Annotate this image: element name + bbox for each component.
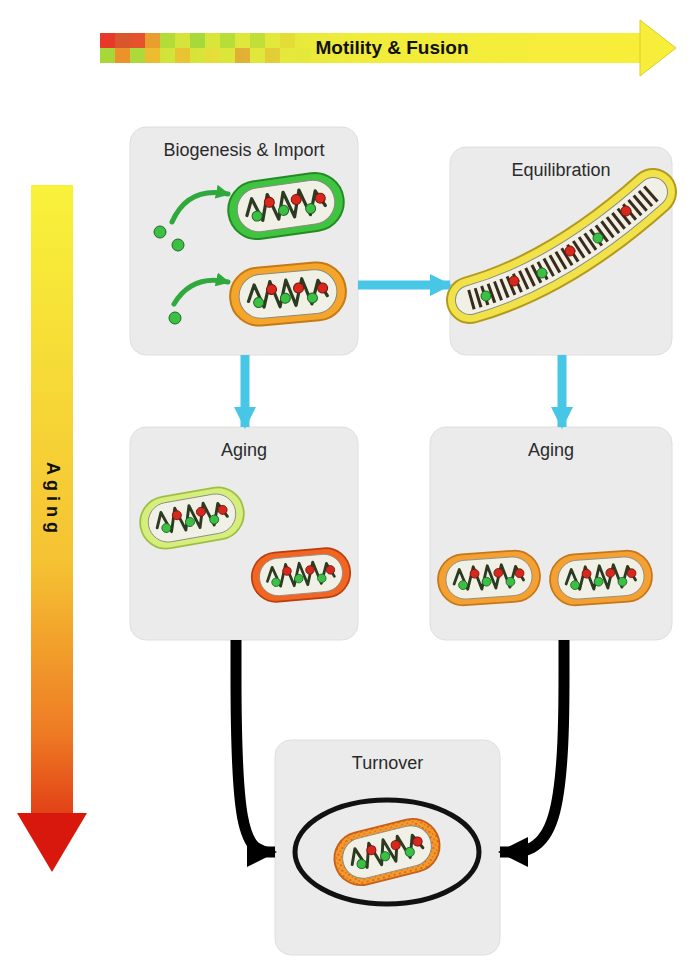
mitochondrion bbox=[136, 483, 248, 553]
mitochondrion bbox=[329, 813, 445, 891]
imported-protein bbox=[154, 226, 184, 324]
transition-arrow bbox=[241, 355, 250, 427]
stage-box: Turnover bbox=[275, 740, 500, 955]
checker-square bbox=[220, 33, 235, 48]
stage-title: Biogenesis & Import bbox=[130, 140, 358, 161]
fused-mitochondrion bbox=[565, 246, 575, 256]
fused-mitochondrion bbox=[481, 206, 631, 301]
stage-panel bbox=[430, 427, 672, 640]
fused-mitochondrion bbox=[470, 192, 653, 300]
mitochondrion bbox=[250, 546, 353, 604]
motility-arrow bbox=[100, 33, 642, 63]
transition-arrow bbox=[358, 281, 450, 290]
checker-square bbox=[130, 33, 145, 48]
checker-square bbox=[115, 48, 130, 63]
mitochondrion bbox=[234, 177, 337, 234]
arrow-label: Aging bbox=[42, 462, 63, 538]
mitochondrion bbox=[436, 549, 541, 607]
mitochondrion bbox=[557, 556, 646, 601]
fused-mitochondrion bbox=[470, 192, 653, 300]
fused-mitochondrion bbox=[470, 192, 653, 300]
stage-box: Equilibration bbox=[450, 147, 672, 355]
checker-square bbox=[250, 33, 265, 48]
mitochondrion bbox=[228, 260, 349, 328]
mitochondrion bbox=[329, 813, 445, 891]
motility-arrow bbox=[100, 20, 676, 76]
checker-square bbox=[205, 48, 220, 63]
checker-square bbox=[280, 33, 295, 48]
fused-mitochondrion bbox=[509, 276, 519, 286]
turnover-arrow bbox=[500, 640, 564, 852]
stage-panel bbox=[130, 127, 358, 355]
mitochondrion bbox=[145, 491, 239, 545]
mitochondrion bbox=[338, 821, 435, 882]
checker-square bbox=[145, 48, 160, 63]
aging-arrow bbox=[31, 185, 73, 815]
arrow-label: Motility & Fusion bbox=[315, 37, 468, 59]
fused-mitochondrion bbox=[621, 206, 631, 216]
checker-square bbox=[235, 48, 250, 63]
checker-square bbox=[100, 48, 115, 63]
import-arrow bbox=[172, 193, 228, 222]
fused-mitochondrion bbox=[481, 291, 491, 301]
imported-protein bbox=[172, 239, 184, 251]
stage-title: Aging bbox=[130, 440, 358, 461]
imported-protein bbox=[169, 312, 181, 324]
stage-panel bbox=[130, 427, 358, 640]
fused-mitochondrion bbox=[593, 233, 603, 243]
checker-square bbox=[190, 33, 205, 48]
stage-box: Aging bbox=[430, 427, 672, 640]
motility-arrow bbox=[640, 20, 676, 76]
mitochondrion bbox=[250, 546, 353, 604]
mitochondrion bbox=[436, 549, 541, 607]
stage-box: Aging bbox=[130, 427, 358, 640]
checker-square bbox=[100, 33, 115, 48]
mitochondrion bbox=[258, 553, 344, 598]
import-arrow bbox=[172, 193, 228, 304]
import-arrow bbox=[174, 280, 228, 304]
autophagosome bbox=[295, 800, 479, 904]
checker-square bbox=[115, 33, 130, 48]
axis-label-vertical: Aging bbox=[42, 462, 63, 538]
mitochondrion bbox=[228, 260, 349, 328]
stage-title: Aging bbox=[430, 440, 672, 461]
stage-panel bbox=[275, 740, 500, 955]
checker-square bbox=[160, 33, 175, 48]
aging-arrow bbox=[17, 813, 87, 872]
transition-arrow bbox=[558, 355, 567, 427]
stage-panel bbox=[130, 127, 672, 955]
checker-square bbox=[265, 48, 280, 63]
aging-arrow bbox=[17, 185, 87, 872]
stage-box: Biogenesis & Import bbox=[130, 127, 358, 355]
stage-panel bbox=[450, 147, 672, 355]
fused-mitochondrion bbox=[470, 192, 653, 300]
mitochondrion bbox=[237, 268, 338, 320]
turnover-arrow bbox=[236, 640, 275, 852]
checker-square bbox=[175, 48, 190, 63]
mitochondrion bbox=[329, 813, 445, 891]
autophagosome bbox=[295, 800, 479, 904]
axis-label: Motility & Fusion bbox=[315, 37, 468, 59]
mitochondrion bbox=[225, 169, 348, 243]
imported-protein bbox=[154, 226, 166, 238]
checker-square bbox=[130, 48, 145, 63]
checker-texture bbox=[100, 33, 310, 63]
fused-mitochondrion bbox=[470, 192, 653, 301]
checker-square bbox=[295, 48, 310, 63]
stage-title: Equilibration bbox=[450, 160, 672, 181]
stage-title: Turnover bbox=[275, 753, 500, 774]
fused-mitochondrion bbox=[470, 192, 653, 300]
mitochondrion bbox=[548, 549, 653, 607]
fused-mitochondrion bbox=[537, 268, 547, 278]
mitochondrion bbox=[548, 549, 653, 607]
mitochondrion bbox=[136, 483, 248, 553]
mitochondrion bbox=[225, 169, 348, 243]
checker-square bbox=[145, 33, 160, 48]
mitochondrion bbox=[445, 556, 534, 601]
